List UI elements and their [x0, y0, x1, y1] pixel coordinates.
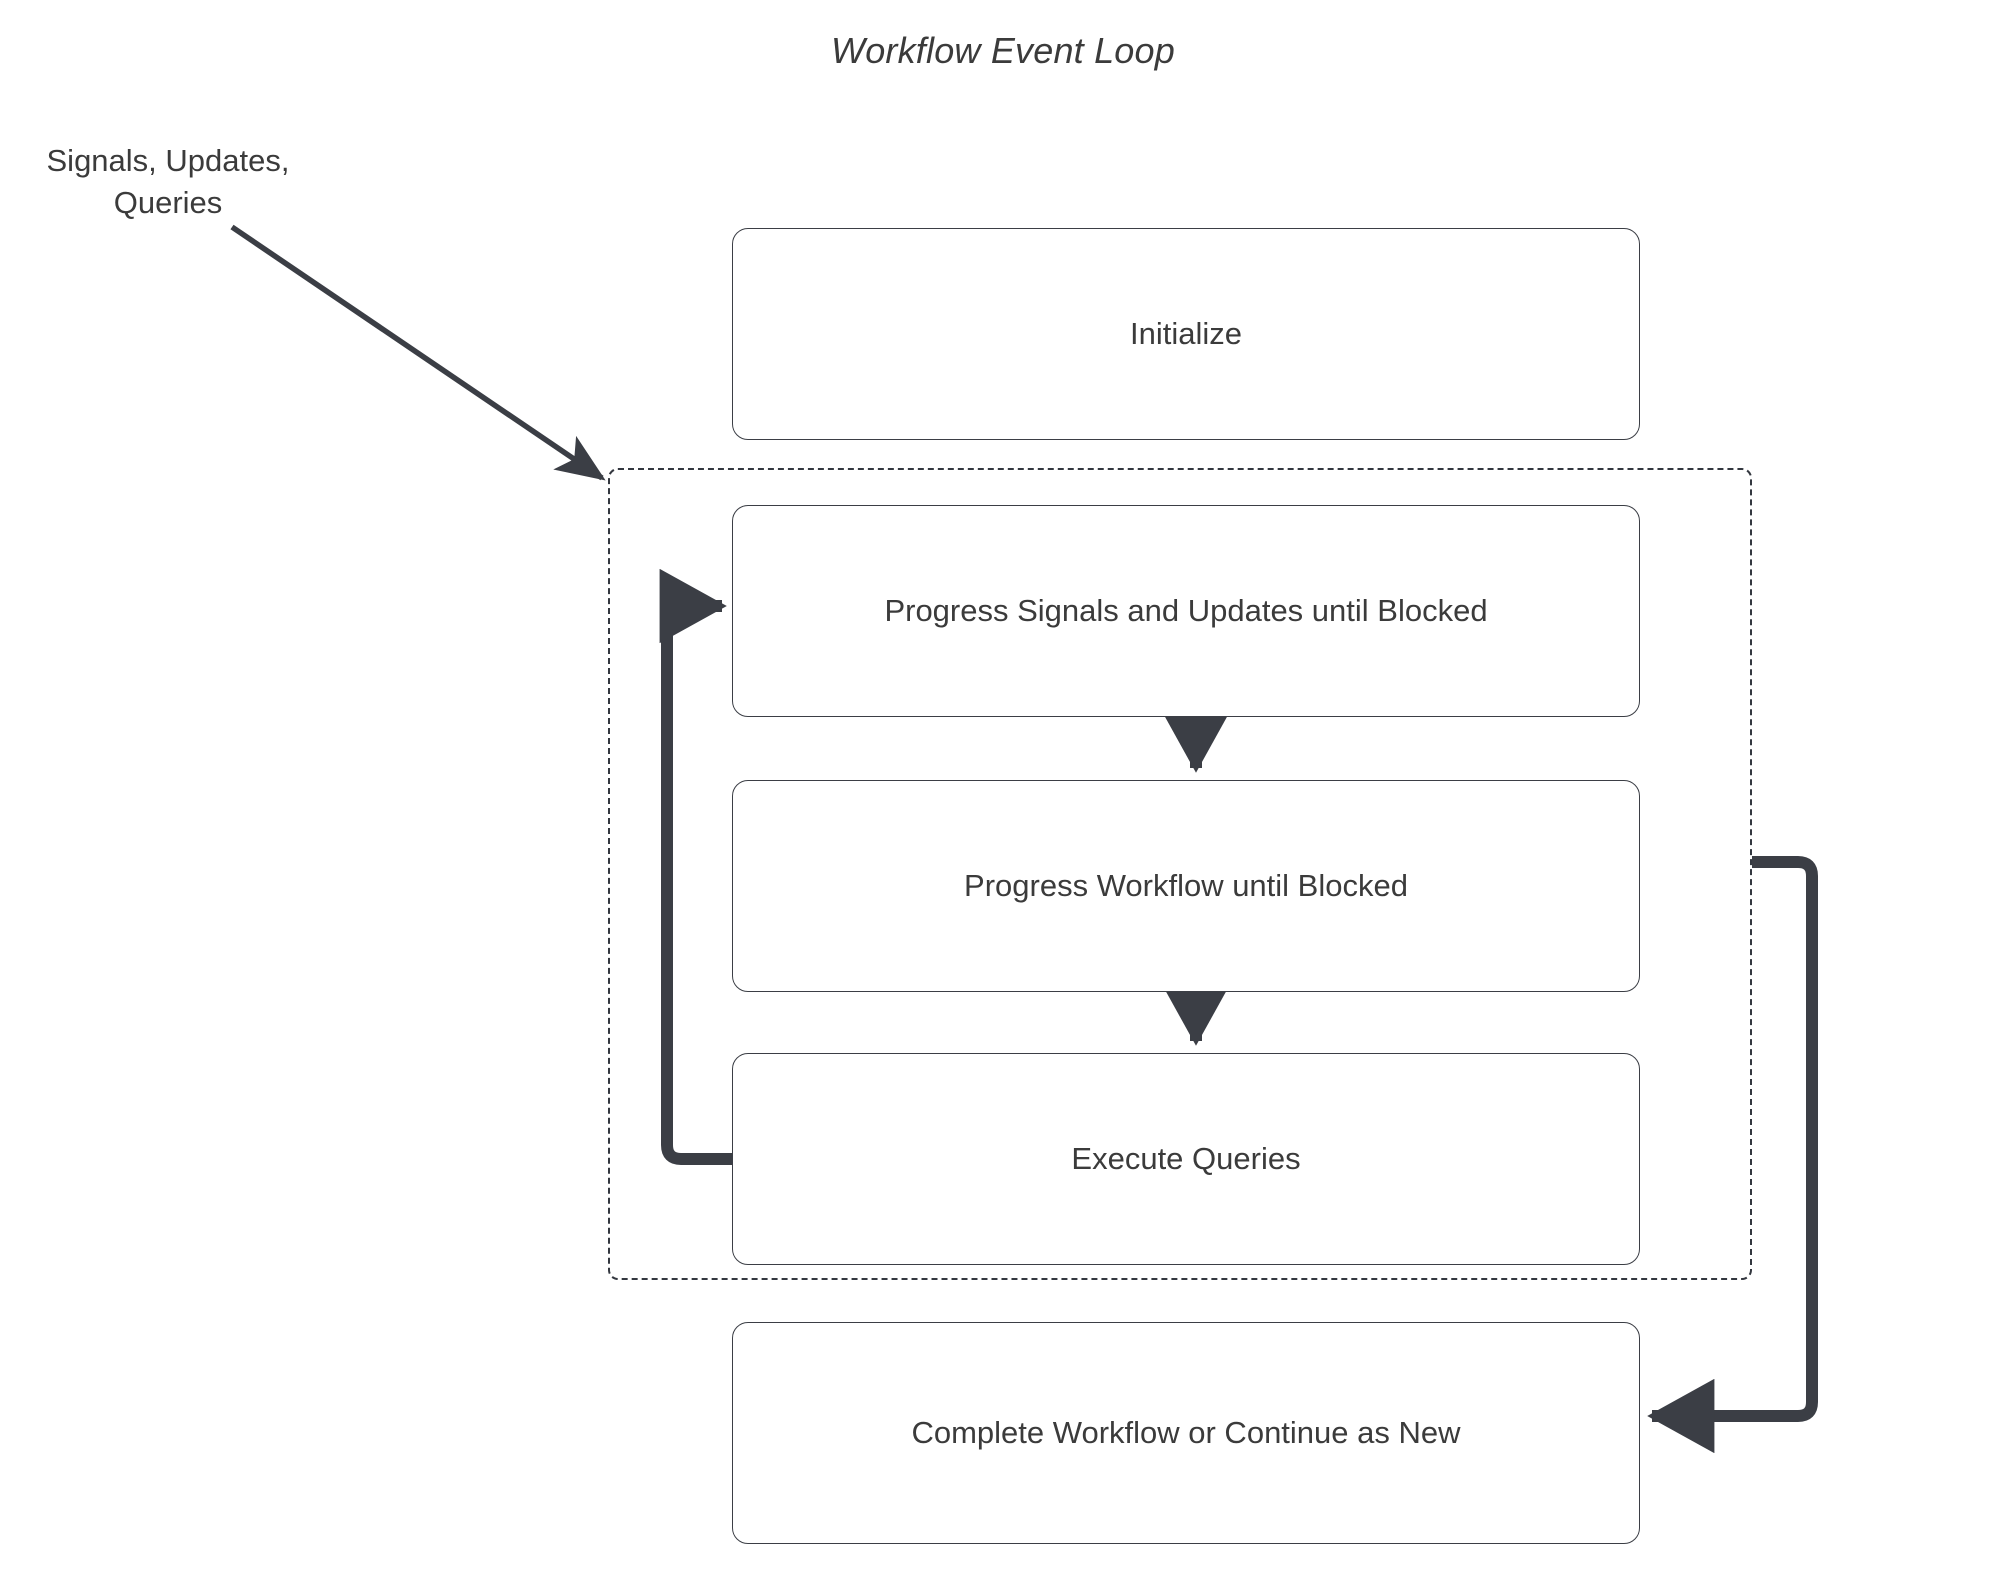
node-progress-workflow[interactable]: Progress Workflow until Blocked [732, 780, 1640, 992]
node-progress-signals-updates-label: Progress Signals and Updates until Block… [884, 593, 1488, 628]
edge-input-to-loop [230, 224, 606, 481]
node-complete-workflow-label: Complete Workflow or Continue as New [911, 1415, 1461, 1450]
input-source-label: Signals, Updates, Queries [46, 143, 290, 220]
node-progress-signals-updates[interactable]: Progress Signals and Updates until Block… [732, 505, 1640, 717]
node-initialize[interactable]: Initialize [732, 228, 1640, 440]
node-execute-queries[interactable]: Execute Queries [732, 1053, 1640, 1265]
node-execute-queries-label: Execute Queries [1071, 1141, 1301, 1176]
event-loop-container [608, 468, 1752, 1280]
page-title: Workflow Event Loop [831, 30, 1175, 71]
node-complete-workflow[interactable]: Complete Workflow or Continue as New [732, 1322, 1640, 1544]
node-progress-workflow-label: Progress Workflow until Blocked [964, 868, 1408, 903]
node-initialize-label: Initialize [1130, 316, 1242, 351]
